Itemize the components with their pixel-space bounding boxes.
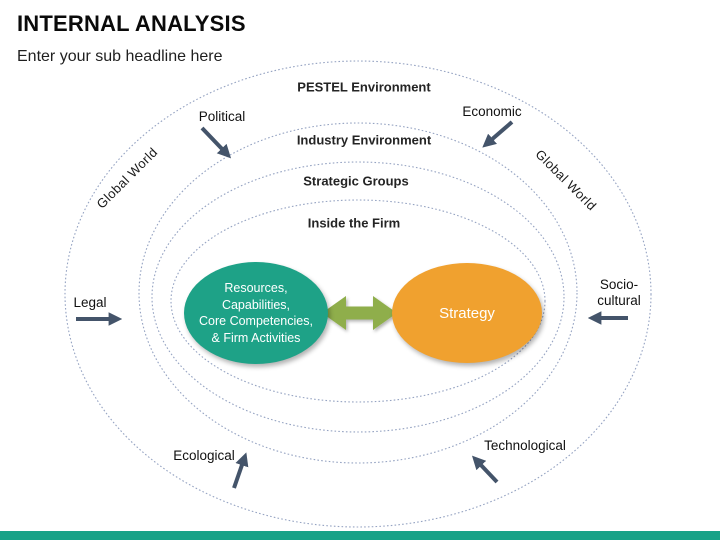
strategy-ellipse: Strategy (392, 263, 542, 363)
resources-text-line3: Core Competencies, (199, 314, 313, 328)
political-label: Political (198, 109, 246, 124)
page-subtitle: Enter your sub headline here (17, 48, 223, 65)
resources-strategy-link-arrow (322, 296, 397, 330)
resources-text-line2: Capabilities, (221, 297, 291, 312)
resources-text-line1: Resources, (224, 281, 288, 295)
ecological-label: Ecological (173, 448, 235, 463)
resources-ellipse: Resources, Capabilities, Core Competenci… (184, 262, 328, 364)
ring-label-industry-environment: Industry Environment (296, 132, 432, 148)
ring-label-strategic-groups: Strategic Groups (303, 173, 409, 189)
strategy-label: Strategy (439, 304, 495, 322)
ring-inside-the-firm (170, 199, 546, 403)
socio-cultural-label-line2: cultural (597, 293, 641, 308)
page-title: INTERNAL ANALYSIS (17, 11, 246, 36)
political-arrow (200, 126, 232, 159)
ring-label-inside-the-firm: Inside the Firm (307, 215, 401, 231)
ring-label-pestel-environment: PESTEL Environment (297, 79, 431, 95)
economic-arrow (482, 120, 514, 148)
technological-label: Technological (484, 438, 566, 453)
economic-label: Economic (462, 104, 522, 119)
resources-text-line4: & Firm Activities (211, 330, 301, 345)
socio-cultural-label-line1: Socio- (599, 277, 639, 292)
ring-strategic-groups (151, 161, 565, 433)
resources-text: Resources, Capabilities, Core Competenci… (199, 280, 313, 346)
technological-arrow (471, 455, 499, 484)
ring-industry-environment (138, 122, 578, 464)
socio-cultural-label: Socio- cultural (597, 277, 641, 309)
legal-label: Legal (73, 295, 107, 310)
ecological-arrow (232, 452, 249, 489)
ring-pestel-environment (64, 60, 652, 528)
footer-accent-bar (0, 531, 720, 540)
